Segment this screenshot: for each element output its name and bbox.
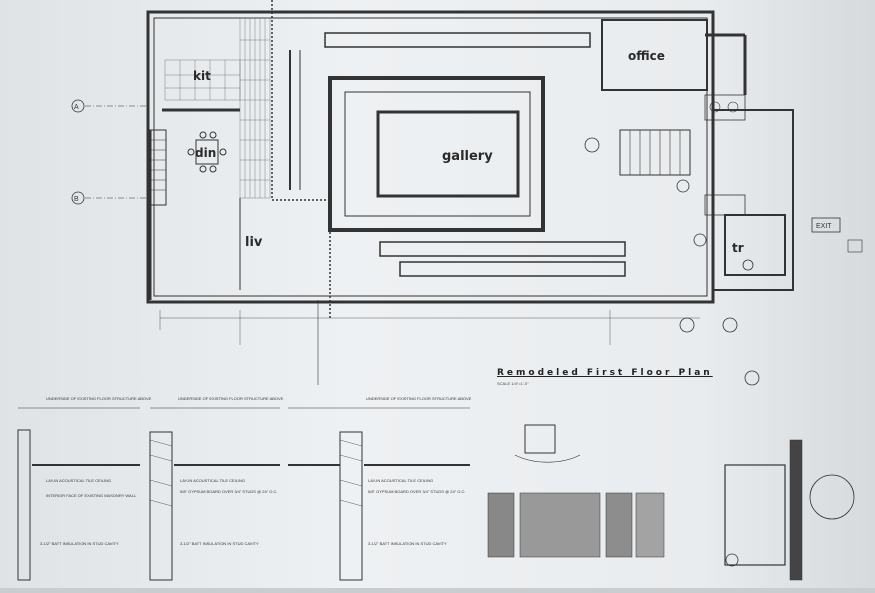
grid-marker-a — [71, 99, 85, 113]
room-label-dining: din — [195, 146, 216, 160]
note-underside-floor-1: UNDERSIDE OF EXISTING FLOOR STRUCTURE AB… — [46, 396, 152, 401]
note-gypsum-2: 5/8" GYPSUM BOARD OVER 3/4" STUDS @ 24" … — [180, 489, 277, 494]
note-gypsum-3: 5/8" GYPSUM BOARD OVER 3/4" STUDS @ 24" … — [368, 489, 465, 494]
grid-label-a: A — [74, 104, 79, 111]
note-underside-floor-3: UNDERSIDE OF EXISTING FLOOR STRUCTURE AB… — [366, 396, 472, 401]
north-arrow-icon — [744, 370, 760, 386]
grid-marker-b — [71, 191, 85, 205]
note-ceiling-3: LAY-IN ACOUSTICAL TILE CEILING — [368, 478, 433, 483]
sheet-title: Remodeled First Floor Plan — [497, 368, 713, 378]
room-label-toilet: tr — [732, 241, 744, 255]
note-ceiling-1: LAY-IN ACOUSTICAL TILE CEILING — [46, 478, 111, 483]
room-label-living: liv — [245, 235, 263, 250]
note-insulation-3: 3-1/2" BATT INSULATION IN STUD CAVITY — [368, 541, 447, 546]
note-insulation-2: 3-1/2" BATT INSULATION IN STUD CAVITY — [180, 541, 259, 546]
exit-sign-label: EXIT — [816, 223, 832, 230]
scale-note: SCALE 1/4"=1'-0" — [497, 381, 529, 386]
room-label-kitchen: kit — [193, 69, 211, 83]
note-ceiling-2: LAY-IN ACOUSTICAL TILE CEILING — [180, 478, 245, 483]
note-insulation-1: 3-1/2" BATT INSULATION IN STUD CAVITY — [40, 541, 119, 546]
room-label-gallery: gallery — [442, 149, 493, 164]
wall-section-details — [17, 407, 855, 581]
gallery-partition — [328, 76, 545, 232]
note-underside-floor-2: UNDERSIDE OF EXISTING FLOOR STRUCTURE AB… — [178, 396, 284, 401]
grid-label-b: B — [74, 196, 79, 203]
room-label-office: office — [628, 49, 665, 63]
note-interior-face: INTERIOR FACE OF EXISTING MASONRY WALL — [46, 493, 137, 498]
exit-sign-icon — [811, 217, 841, 233]
